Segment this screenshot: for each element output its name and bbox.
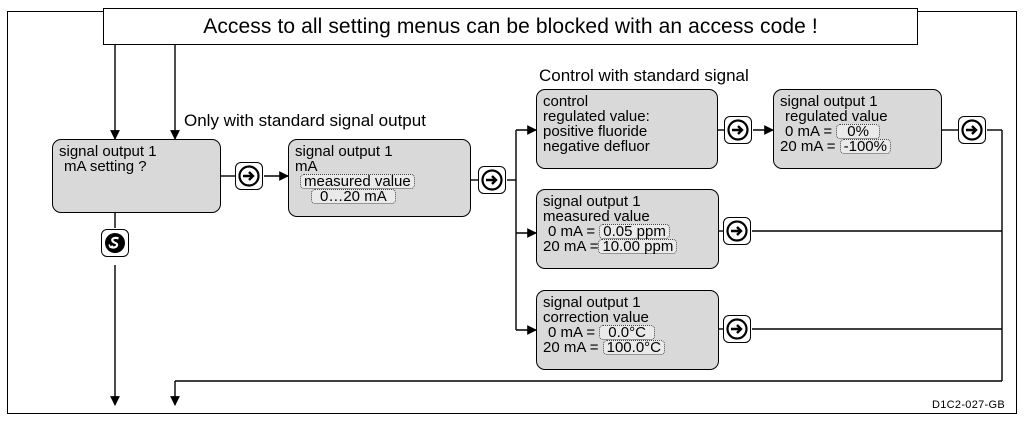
measured-0ma-value[interactable]: 0.05 ppm — [599, 224, 670, 239]
correction-0ma-value[interactable]: 0.0°C — [599, 325, 655, 340]
row-label: 20 mA = — [543, 238, 599, 255]
menu-box-regulated-value: signal output 1 regulated value 0 mA = 0… — [773, 89, 942, 169]
measured-value-option[interactable]: measured value — [300, 174, 415, 189]
menu-box-correction-value: signal output 1 correction value 0 mA = … — [536, 290, 719, 370]
box-line: measured value — [543, 208, 650, 225]
enter-key-icon[interactable] — [723, 217, 751, 245]
regulated-0ma-value[interactable]: 0% — [836, 124, 880, 139]
enter-key-icon[interactable] — [723, 315, 751, 343]
box-line: regulated value — [785, 108, 888, 125]
access-code-banner: Access to all setting menus can be block… — [103, 8, 918, 45]
menu-box-signal-output-ma: signal output 1 mA measured value 0…20 m… — [288, 139, 471, 217]
measured-20ma-value[interactable]: 10.00 ppm — [598, 239, 678, 254]
box-line: signal output 1 — [543, 193, 641, 210]
row-label: 20 mA = — [780, 138, 836, 155]
row-label: 0 mA = — [548, 223, 596, 240]
enter-key-icon[interactable] — [478, 166, 506, 194]
menu-box-control: control regulated value: positive fluori… — [536, 89, 718, 169]
scroll-key-icon[interactable] — [101, 229, 129, 257]
box-line: negative defluor — [543, 138, 650, 155]
menu-box-ma-setting: signal output 1 mA setting ? — [52, 139, 221, 213]
figure-code: D1C2-027-GB — [932, 399, 1005, 411]
correction-20ma-value[interactable]: 100.0°C — [602, 340, 665, 355]
row-label: 0 mA = — [785, 123, 833, 140]
range-value[interactable]: 0…20 mA — [311, 189, 396, 204]
box-line: control — [543, 93, 589, 110]
enter-key-icon[interactable] — [724, 116, 752, 144]
regulated-20ma-value[interactable]: -100% — [839, 139, 891, 154]
box-line: positive fluoride — [543, 123, 648, 140]
box-line: signal output 1 — [543, 294, 641, 311]
note-standard-output: Only with standard signal output — [184, 111, 426, 130]
box-line: signal output 1 — [295, 143, 393, 160]
enter-key-icon[interactable] — [235, 162, 263, 190]
box-line: correction value — [543, 309, 649, 326]
menu-box-measured-value: signal output 1 measured value 0 mA = 0.… — [536, 189, 719, 269]
note-control-standard: Control with standard signal — [539, 66, 749, 85]
box-line: mA setting ? — [64, 158, 147, 175]
enter-key-icon[interactable] — [958, 116, 986, 144]
box-line: signal output 1 — [59, 143, 157, 160]
row-label: 0 mA = — [548, 324, 596, 341]
box-line: regulated value: — [543, 108, 650, 125]
row-label: 20 mA = — [543, 339, 599, 356]
box-line: signal output 1 — [780, 93, 878, 110]
box-line: mA — [295, 158, 318, 175]
